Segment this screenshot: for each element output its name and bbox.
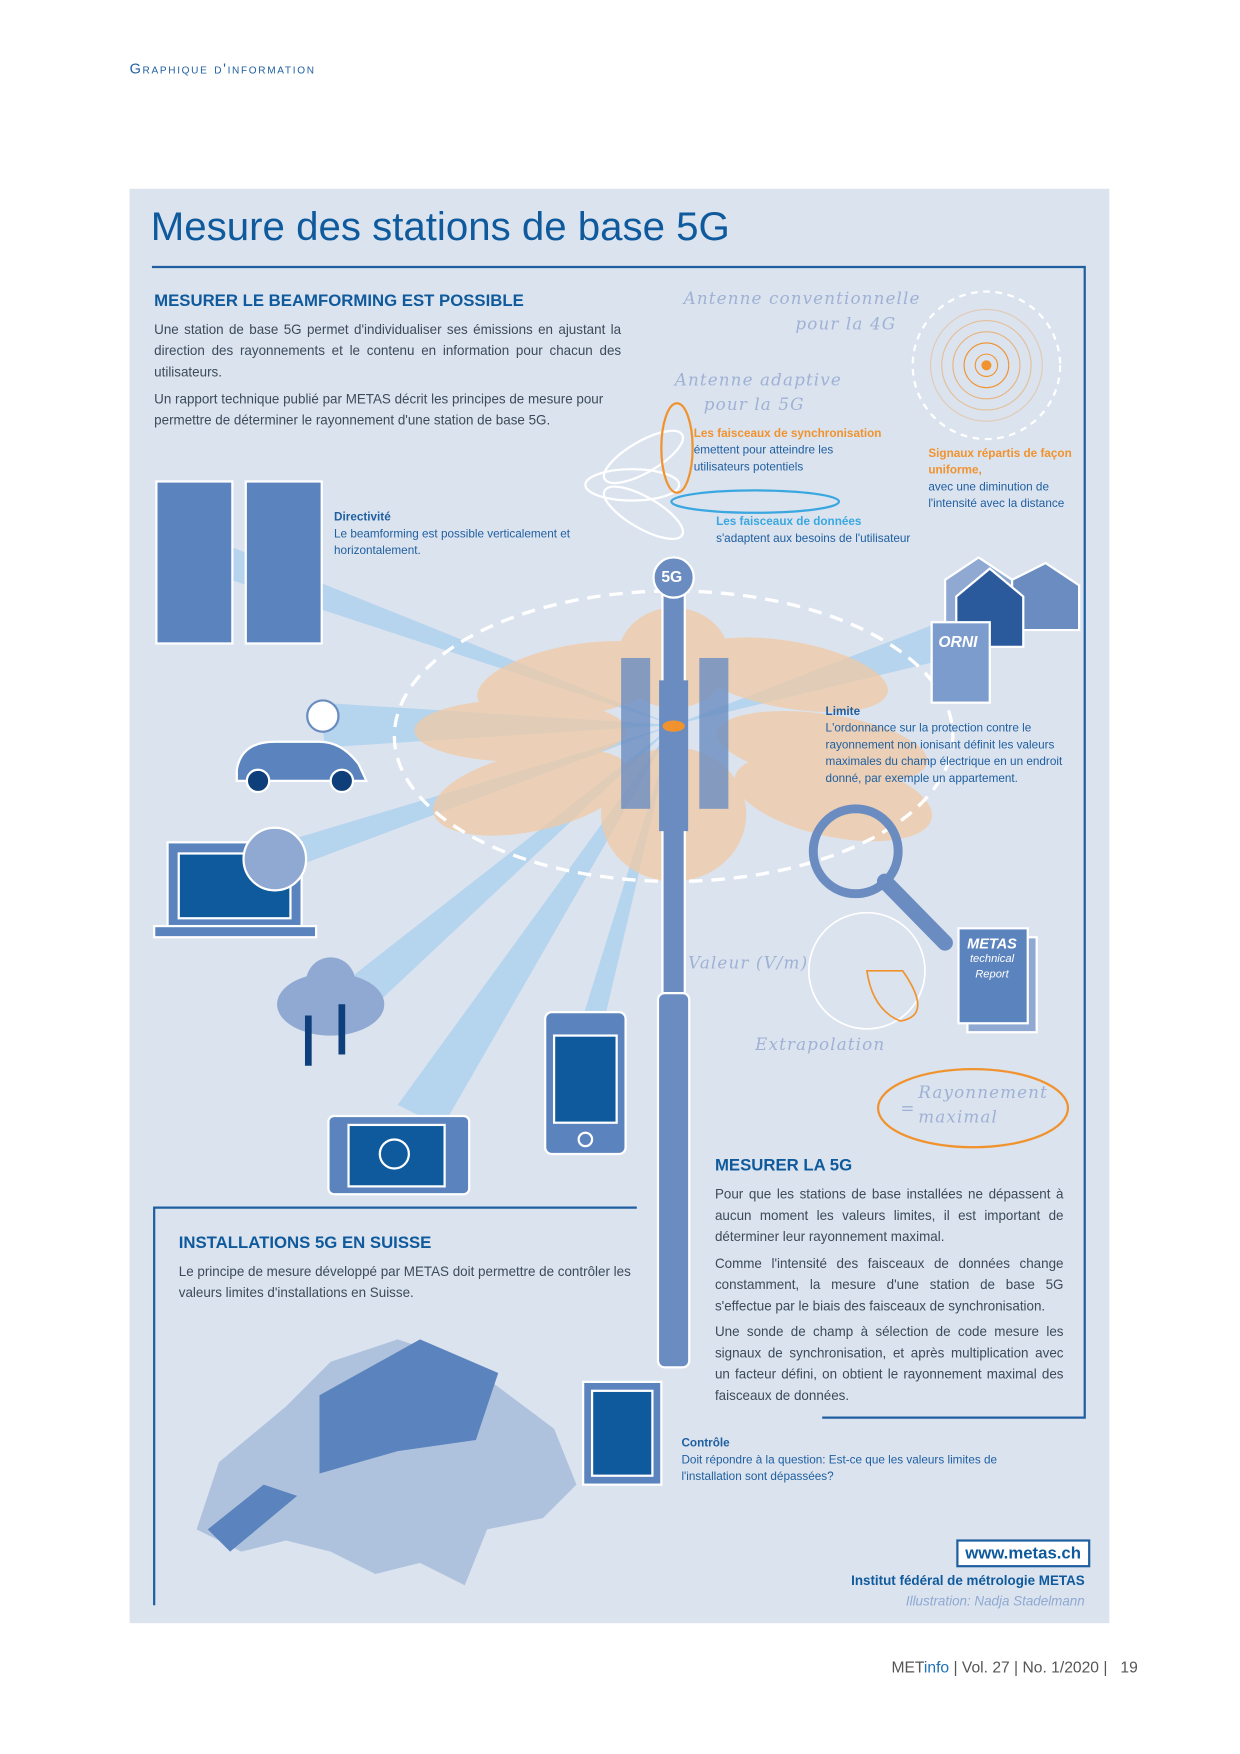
footer-issue: | Vol. 27 | No. 1/2020 | [949, 1657, 1108, 1676]
frame-lines [151, 265, 1086, 1606]
page-number: 19 [1120, 1657, 1138, 1676]
max-radiation-label-1: Rayonnement [918, 1082, 1048, 1103]
cloud-sync-icon [277, 957, 385, 1066]
installations-heading: INSTALLATIONS 5G EN SUISSE [178, 1233, 432, 1253]
footer-brand-met: MET [891, 1657, 924, 1676]
report-title: METAS [967, 935, 1017, 952]
limit-note: Limite L'ordonnance sur la protection co… [826, 704, 1077, 788]
tower-5g-label: 5G [661, 567, 683, 586]
smartphone-icon [544, 1010, 627, 1156]
footer-brand-info: info [923, 1657, 950, 1676]
4g-antenna-rings [911, 290, 1062, 441]
antenna-4g-note-highlight: Signaux répartis de façon uniforme, [928, 446, 1072, 478]
antenna-4g-note: Signaux répartis de façon uniforme, avec… [928, 446, 1073, 513]
antenna-tower [621, 556, 729, 1369]
tablet-video-icon [327, 1114, 471, 1196]
report-line-1: technical [969, 952, 1015, 966]
antenna-5g-label: Antenne adaptive [674, 369, 842, 390]
beamforming-paragraph-2: Un rapport technique publié par METAS dé… [154, 390, 604, 428]
data-beams-highlight: Les faisceaux de données [716, 514, 862, 529]
office-buildings-icon [155, 480, 323, 645]
antenna-4g-label-2: pour la 4G [795, 313, 897, 335]
measure-5g-paragraph-3: Une sonde de champ à sélection de code m… [714, 1323, 1064, 1404]
website-link[interactable]: www.metas.ch [956, 1539, 1090, 1568]
equals-sign: = [900, 1098, 916, 1119]
result-ellipse [876, 1067, 1070, 1149]
report-line-2: Report [975, 968, 1009, 981]
beamforming-paragraph-1: Une station de base 5G permet d'individu… [154, 321, 622, 380]
switzerland-map [196, 1339, 577, 1586]
control-note: Contrôle Doit répondre à la question: Es… [681, 1435, 1005, 1485]
data-beams-note: Les faisceaux de données s'adaptent aux … [716, 514, 928, 548]
checklist-icon [582, 1380, 663, 1486]
page-title: Mesure des stations de base 5G [150, 203, 730, 250]
infographic-illustration [151, 265, 1086, 1606]
houses-icon [930, 556, 1081, 704]
directivity-text: Le beamforming est possible verticalemen… [334, 527, 571, 558]
page-footer: METinfo | Vol. 27 | No. 1/2020 | 19 [891, 1658, 1137, 1676]
sync-beams-text: émettent pour atteindre les utilisateurs… [693, 443, 834, 474]
measure-5g-paragraph-1: Pour que les stations de base installées… [714, 1186, 1064, 1245]
5g-radiation-pattern [584, 402, 841, 541]
control-text: Doit répondre à la question: Est-ce que … [681, 1453, 998, 1484]
value-label: Valeur (V/m) [688, 952, 809, 974]
laptop-icon [153, 826, 318, 939]
directivity-note: Directivité Le beamforming est possible … [334, 509, 580, 559]
institute-name: Institut fédéral de métrologie METAS [851, 1572, 1085, 1589]
magnifier-icon [808, 804, 953, 951]
beamforming-heading: MESURER LE BEAMFORMING EST POSSIBLE [154, 291, 524, 311]
illustration-credit: Illustration: Nadja Stadelmann [905, 1593, 1085, 1609]
measure-5g-paragraph-2: Comme l'intensité des faisceaux de donné… [714, 1255, 1064, 1314]
section-kicker: Graphique d'information [129, 60, 316, 78]
technical-report-icon [957, 927, 1038, 1034]
max-radiation-label-2: maximal [918, 1107, 999, 1128]
sync-beams-highlight: Les faisceaux de synchronisation [693, 426, 882, 441]
car-icon [235, 699, 369, 794]
sync-beams-note: Les faisceaux de synchronisation émetten… [694, 426, 884, 476]
measure-5g-heading: MESURER LA 5G [714, 1156, 853, 1176]
antenna-4g-label: Antenne conventionnelle [683, 288, 921, 309]
data-beams-text: s'adaptent aux besoins de l'utilisateur [716, 531, 911, 546]
orni-label: ORNI [938, 632, 978, 651]
limit-title: Limite [825, 704, 861, 719]
directivity-title: Directivité [334, 510, 391, 524]
extrapolation-label: Extrapolation [755, 1034, 886, 1055]
antenna-5g-label-2: pour la 5G [703, 394, 805, 415]
report-label: METAS technical Report [958, 936, 1025, 983]
antenna-4g-note-text: avec une diminution de l'intensité avec … [928, 480, 1065, 511]
installations-text: Le principe de mesure développé par META… [178, 1263, 631, 1301]
measurement-pattern [807, 911, 926, 1030]
limit-text: L'ordonnance sur la protection contre le… [825, 721, 1063, 786]
control-title: Contrôle [681, 1436, 730, 1451]
